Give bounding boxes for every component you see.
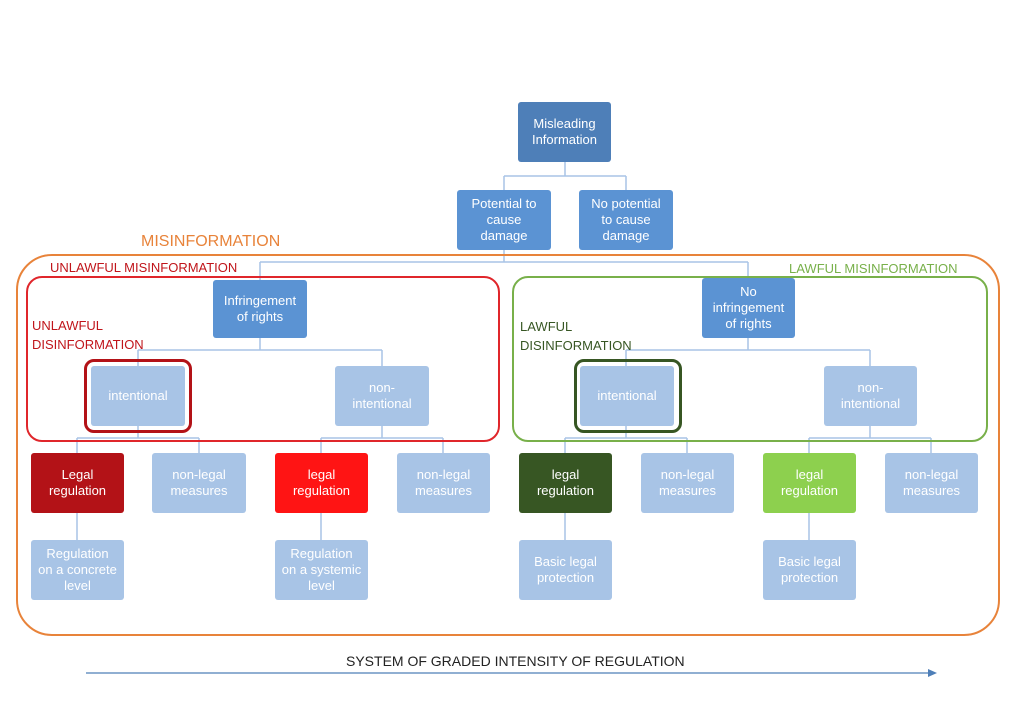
node-left-non-intentional: non- intentional xyxy=(335,366,429,426)
node-legal-regulation-lawful-nonintentional: legal regulation xyxy=(763,453,856,513)
axis-arrow xyxy=(86,669,937,677)
lawful-misinformation-label: LAWFUL MISINFORMATION xyxy=(789,261,958,276)
connector-right-nonintentional xyxy=(808,426,932,453)
node-infringement-of-rights: Infringement of rights xyxy=(213,280,307,338)
node-left-intentional: intentional xyxy=(91,366,185,426)
lawful-disinformation-frame xyxy=(574,359,682,433)
node-regulation-systemic-level: Regulation on a systemic level xyxy=(275,540,368,600)
unlawful-disinformation-label: UNLAWFUL DISINFORMATION xyxy=(32,318,144,352)
connector-root xyxy=(503,162,627,190)
axis-label: SYSTEM OF GRADED INTENSITY OF REGULATION xyxy=(346,653,685,669)
lawful-misinformation-frame xyxy=(512,276,988,442)
node-non-legal-measures-unlawful-nonintentional: non-legal measures xyxy=(397,453,490,513)
unlawful-misinformation-frame xyxy=(26,276,500,442)
connector-infringement xyxy=(137,338,383,366)
node-basic-legal-protection-2: Basic legal protection xyxy=(763,540,856,600)
lawful-disinformation-label: LAWFUL DISINFORMATION xyxy=(520,319,632,353)
node-legal-regulation-unlawful-intentional: Legal regulation xyxy=(31,453,124,513)
connector-left-nonintentional xyxy=(320,426,444,453)
unlawful-disinformation-frame xyxy=(84,359,192,433)
node-misleading-information: Misleading Information xyxy=(518,102,611,162)
misinformation-label: MISINFORMATION xyxy=(141,233,281,250)
connector-potential xyxy=(259,250,749,280)
node-non-legal-measures-lawful-intentional: non-legal measures xyxy=(641,453,734,513)
node-non-legal-measures-unlawful-intentional: non-legal measures xyxy=(152,453,246,513)
node-right-intentional: intentional xyxy=(580,366,674,426)
node-non-legal-measures-lawful-nonintentional: non-legal measures xyxy=(885,453,978,513)
node-no-potential-to-cause-damage: No potential to cause damage xyxy=(579,190,673,250)
connector-no-infringement xyxy=(625,338,871,366)
node-no-infringement-of-rights: No infringement of rights xyxy=(702,278,795,338)
node-legal-regulation-unlawful-nonintentional: legal regulation xyxy=(275,453,368,513)
node-potential-to-cause-damage: Potential to cause damage xyxy=(457,190,551,250)
node-basic-legal-protection-1: Basic legal protection xyxy=(519,540,612,600)
node-legal-regulation-lawful-intentional: legal regulation xyxy=(519,453,612,513)
misinformation-frame xyxy=(16,254,1000,636)
unlawful-misinformation-label: UNLAWFUL MISINFORMATION xyxy=(50,260,238,275)
node-regulation-concrete-level: Regulation on a concrete level xyxy=(31,540,124,600)
connector-leaves xyxy=(76,513,810,540)
node-right-non-intentional: non- intentional xyxy=(824,366,917,426)
